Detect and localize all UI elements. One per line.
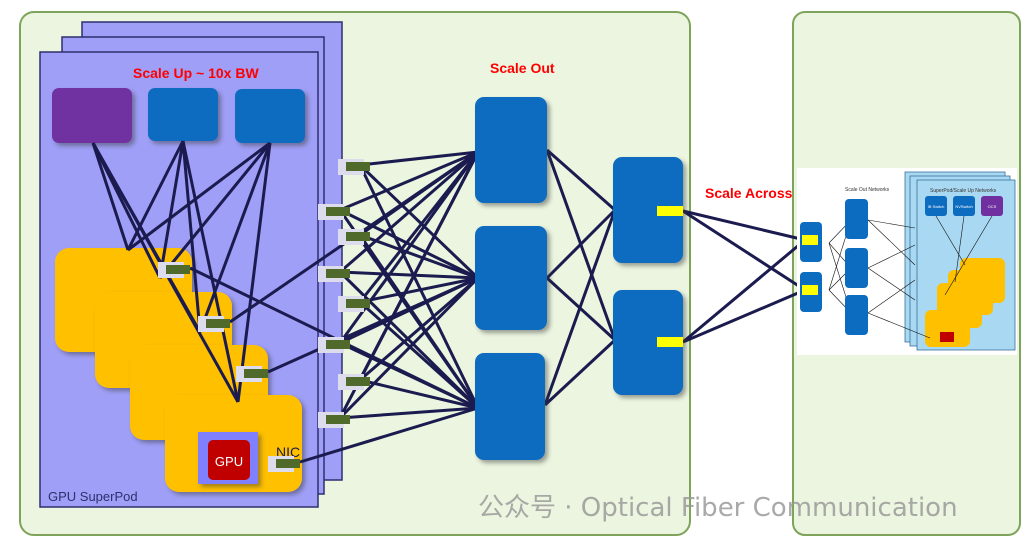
scale-up-label: Scale Up ~ 10x BW xyxy=(133,65,259,81)
scale-out-switch-2 xyxy=(475,226,547,330)
mini-scale-out-title: Scale Out Networks xyxy=(845,187,890,193)
nic-port xyxy=(198,316,230,332)
scale-up-link xyxy=(91,142,130,251)
nic-port xyxy=(338,229,370,245)
mini-superpod-title: SuperPod/Scale Up Networks xyxy=(930,188,997,194)
scale-out-link xyxy=(359,378,479,410)
scale-across-link xyxy=(682,209,806,242)
scale-out-link xyxy=(358,234,480,409)
gpu-chip xyxy=(208,440,250,480)
scale-out-link xyxy=(339,150,479,274)
scale-out-link xyxy=(359,276,479,382)
scale-out-link xyxy=(338,151,480,419)
scale-across-link xyxy=(682,288,806,344)
scale-up-link xyxy=(126,140,185,251)
scale-out-link xyxy=(338,276,480,420)
scale-out-link xyxy=(358,163,480,280)
scale-across-link xyxy=(682,238,806,344)
nic-port xyxy=(268,456,300,472)
spine-link xyxy=(543,338,617,407)
scale-up-link xyxy=(181,140,240,403)
scale-up-switch-2 xyxy=(235,89,305,143)
spine-switch-2 xyxy=(613,290,683,395)
scale-out-link xyxy=(358,164,480,409)
spine-link xyxy=(546,148,616,212)
scale-out-link xyxy=(299,406,479,464)
nic-port xyxy=(338,159,370,175)
nic-port xyxy=(338,296,370,312)
mini-switch-1: IB Switch xyxy=(928,204,945,209)
scale-across-label: Scale Across xyxy=(705,185,793,201)
superpod-label: GPU SuperPod xyxy=(48,489,138,504)
scale-out-link xyxy=(267,276,479,374)
nic-port xyxy=(318,204,350,220)
scale-across-link xyxy=(682,209,806,292)
nic-port xyxy=(338,374,370,390)
scale-out-link xyxy=(339,406,479,420)
scale-out-switch-1 xyxy=(475,97,547,203)
nic-port xyxy=(318,266,350,282)
scale-out-link xyxy=(339,150,479,212)
spine-switch-1 xyxy=(613,157,683,263)
scale-out-link xyxy=(358,300,480,410)
scale-up-link xyxy=(158,142,272,279)
scale-out-switch-3 xyxy=(475,353,545,460)
scale-out-link xyxy=(339,208,479,280)
scale-up-link xyxy=(127,141,271,252)
scale-up-switch-1 xyxy=(148,88,218,141)
nic-ports xyxy=(158,159,370,472)
scale-out-link xyxy=(359,276,479,304)
scale-out-label: Scale Out xyxy=(490,60,555,76)
nic-port xyxy=(158,262,190,278)
scale-up-link xyxy=(236,142,272,403)
scale-across-port-1 xyxy=(657,206,683,216)
spine-link xyxy=(543,209,617,406)
scale-up-link xyxy=(181,140,202,333)
scale-out-link xyxy=(359,233,479,280)
gpu-label: GPU xyxy=(215,454,243,469)
spine-link xyxy=(545,208,617,280)
scale-out-link xyxy=(359,150,479,167)
scale-out-link xyxy=(339,270,479,280)
mini-switch-2: NVSwitch xyxy=(955,204,972,209)
scale-across-port-2 xyxy=(657,337,683,347)
nic-port xyxy=(236,366,268,382)
scale-up-link xyxy=(158,140,185,279)
scale-up-switch-purple xyxy=(52,88,132,143)
nic-port xyxy=(318,337,350,353)
scale-up-link xyxy=(198,142,272,333)
mini-diagram: Scale Out Networks SuperPod/Scale Up Net… xyxy=(797,168,1017,355)
mini-switch-3: OCS xyxy=(988,204,997,209)
nic-port xyxy=(318,412,350,428)
watermark: 公众号 · Optical Fiber Communication xyxy=(478,493,958,523)
links xyxy=(91,140,806,464)
